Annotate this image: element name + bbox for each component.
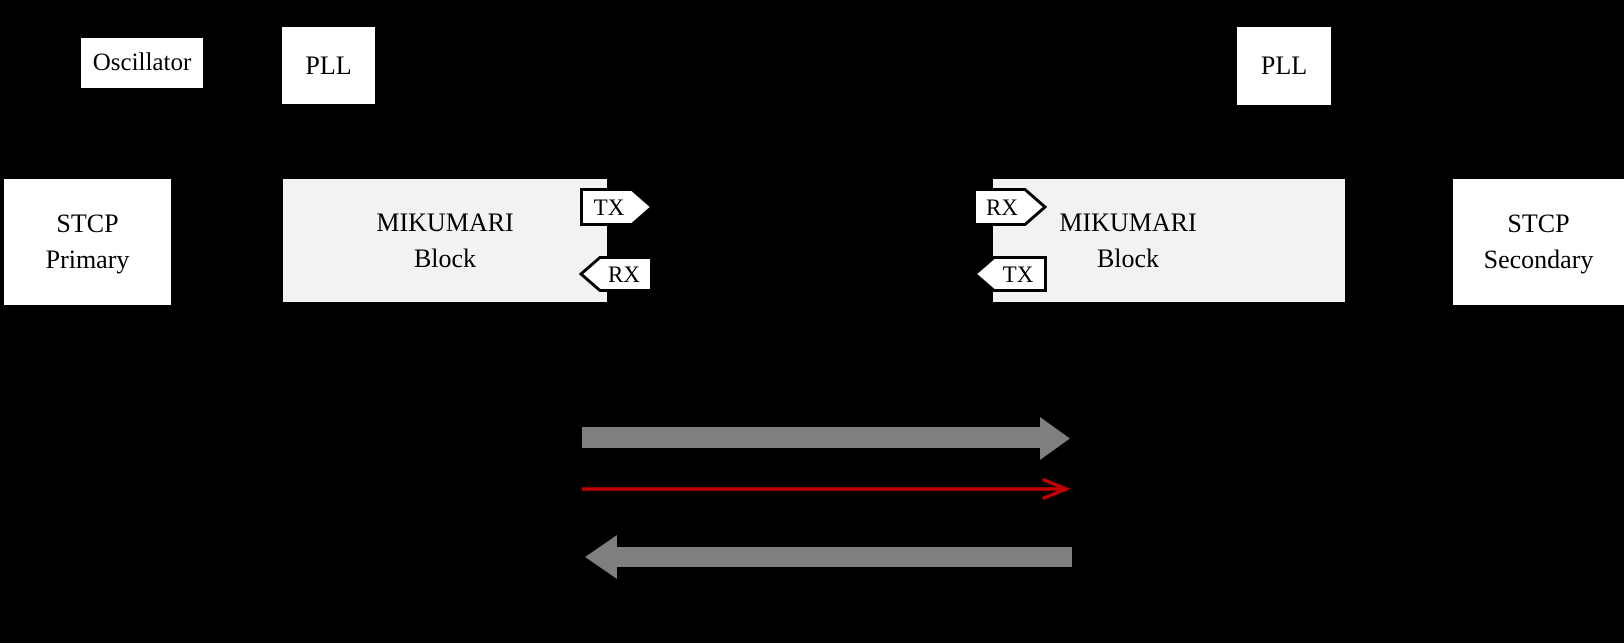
return-thick-arrow [585, 535, 1072, 579]
oscillator-box: Oscillator [81, 38, 203, 88]
pll-secondary-label: PLL [1260, 51, 1308, 81]
rx-port-shape-right [973, 188, 1047, 226]
tx-port-label-secondary: TX [1003, 262, 1034, 287]
rx-port-label-secondary: RX [986, 195, 1018, 220]
pll-primary-box: PLL [282, 27, 375, 104]
tx-port-tag-primary: TX [580, 188, 654, 226]
mikumari-block-primary: MIKUMARI Block [283, 179, 607, 302]
stcp-primary-label: STCP Primary [45, 209, 130, 274]
forward-thin-red-arrow-head [1042, 478, 1071, 500]
return-thick-arrow-shape [585, 535, 1072, 579]
stcp-secondary-label: STCP Secondary [1483, 209, 1594, 274]
tx-port-label-primary: TX [594, 195, 625, 220]
forward-thick-arrow-shape [582, 417, 1070, 460]
forward-thin-red-arrow [582, 478, 1071, 500]
tx-port-tag-secondary: TX [973, 256, 1047, 292]
forward-thick-arrow [582, 417, 1070, 460]
tx-port-shape-right [580, 188, 654, 226]
mikumari-block-primary-label: MIKUMARI Block [376, 207, 514, 273]
rx-port-shape-left [579, 256, 653, 292]
oscillator-label: Oscillator [92, 48, 192, 76]
mikumari-block-secondary: MIKUMARI Block [993, 179, 1345, 302]
rx-port-tag-primary: RX [579, 256, 653, 292]
stcp-secondary-box: STCP Secondary [1453, 179, 1624, 305]
pll-secondary-box: PLL [1237, 27, 1331, 105]
rx-port-label-primary: RX [608, 262, 640, 287]
stcp-primary-box: STCP Primary [4, 179, 171, 305]
rx-port-tag-secondary: RX [973, 188, 1047, 226]
tx-port-shape-left [973, 256, 1047, 292]
pll-primary-label: PLL [305, 50, 352, 80]
mikumari-block-secondary-label: MIKUMARI Block [1059, 207, 1197, 273]
